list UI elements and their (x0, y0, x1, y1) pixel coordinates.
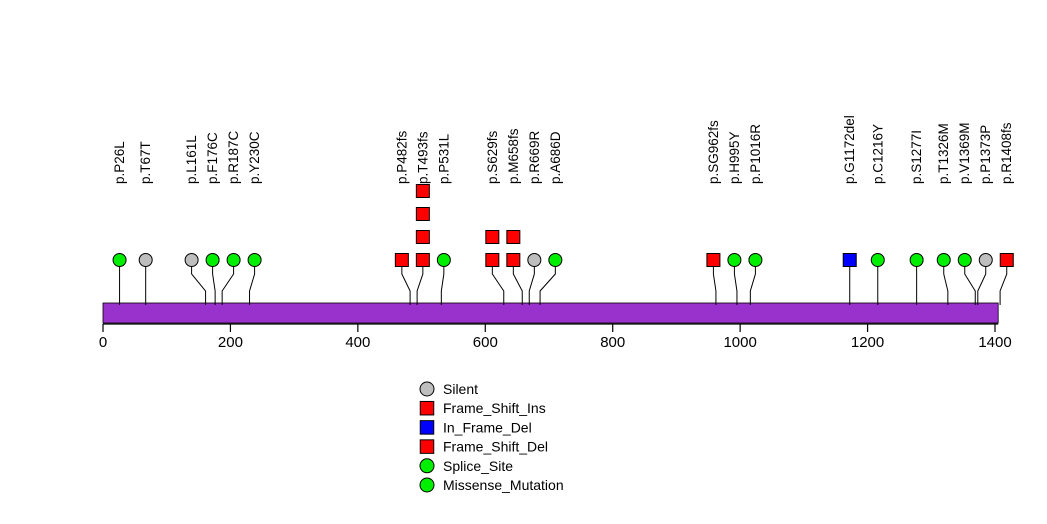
mutation-marker (415, 184, 430, 198)
mutation-label: p.C1216Y (870, 124, 885, 184)
mutation-label: p.H995Y (727, 131, 742, 184)
legend-marker (419, 381, 435, 397)
mutation-label: p.P531L (436, 133, 451, 184)
mutation-label: p.P1373P (978, 125, 993, 184)
mutation-marker (870, 253, 885, 267)
mutation-marker (226, 253, 241, 267)
legend-label: Missense_Mutation (443, 477, 564, 493)
protein-bar (102, 302, 999, 324)
mutation-label: p.R669R (527, 130, 542, 184)
mutation-marker (936, 253, 951, 267)
legend-label: Frame_Shift_Del (443, 439, 548, 455)
legend-label: Frame_Shift_Ins (443, 400, 546, 416)
legend-marker (419, 477, 435, 493)
mutation-marker (548, 253, 563, 267)
legend-label: Silent (443, 381, 478, 397)
mutation-marker (184, 253, 199, 267)
mutation-marker (748, 253, 763, 267)
mutation-marker (485, 253, 500, 267)
mutation-label: p.R1408fs (999, 122, 1014, 184)
mutation-marker (112, 253, 127, 267)
mutation-label: p.P26L (112, 141, 127, 184)
x-tick-label: 1000 (723, 334, 756, 351)
mutation-label: p.SG962fs (706, 120, 721, 184)
x-tick-label: 800 (600, 334, 625, 351)
mutation-marker (247, 253, 262, 267)
x-tick-label: 600 (473, 334, 498, 351)
x-tick-label: 1200 (851, 334, 884, 351)
mutation-marker (485, 230, 500, 244)
mutation-marker (506, 253, 521, 267)
mutation-marker (527, 253, 542, 267)
mutation-stem (539, 260, 556, 305)
mutation-marker (909, 253, 924, 267)
mutation-marker (999, 253, 1014, 267)
mutation-marker (138, 253, 153, 267)
mutation-label: p.R187C (226, 130, 241, 184)
mutation-label: p.T1326M (936, 123, 951, 184)
mutation-label: p.A686D (548, 131, 563, 184)
mutation-label: p.S629fs (485, 130, 500, 184)
legend-label: Splice_Site (443, 458, 513, 474)
mutation-marker (957, 253, 972, 267)
mutation-marker (506, 230, 521, 244)
legend-label: In_Frame_Del (443, 419, 532, 435)
mutation-marker (978, 253, 993, 267)
legend-marker (419, 420, 435, 435)
mutation-label: p.F176C (205, 132, 220, 184)
mutation-marker (415, 230, 430, 244)
mutation-marker (842, 253, 857, 267)
x-tick-label: 0 (99, 334, 107, 351)
mutation-label: p.G1172del (842, 115, 857, 184)
mutation-label: p.L161L (184, 135, 199, 184)
x-tick-label: 1400 (978, 334, 1011, 351)
mutation-marker (394, 253, 409, 267)
mutation-stem (249, 260, 256, 305)
mutation-label: p.T67T (138, 141, 153, 184)
mutation-marker (436, 253, 451, 267)
mutation-label: p.M658fs (506, 128, 521, 184)
legend-marker (419, 400, 435, 416)
mutation-label: p.T493fs (415, 131, 430, 184)
legend-marker (419, 458, 435, 474)
mutation-marker (415, 253, 430, 267)
mutation-stem (191, 260, 207, 305)
legend-marker (419, 439, 435, 454)
x-tick-label: 200 (218, 334, 243, 351)
mutation-marker (415, 207, 430, 221)
x-tick-label: 400 (345, 334, 370, 351)
mutation-marker (706, 253, 721, 267)
mutation-label: p.Y230C (247, 131, 262, 184)
mutation-label: p.V1369M (957, 122, 972, 184)
mutation-label: p.P1016R (748, 124, 763, 184)
mutation-marker (727, 253, 742, 267)
mutation-marker (205, 253, 220, 267)
mutation-label: p.S1277I (909, 130, 924, 184)
mutation-label: p.P482fs (394, 130, 409, 184)
